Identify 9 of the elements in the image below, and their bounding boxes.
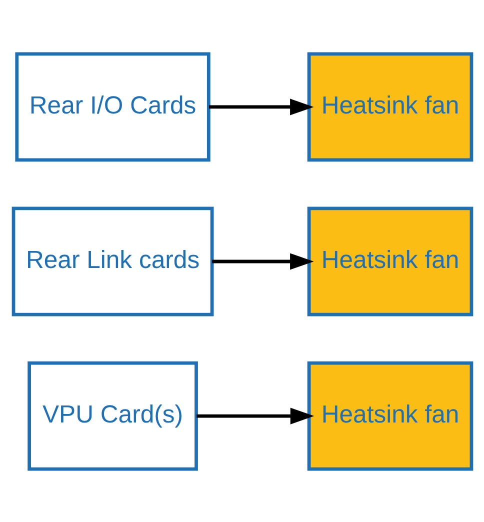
node-box: Heatsink fan	[306, 52, 473, 162]
node-box: Heatsink fan	[306, 360, 473, 470]
node-box: Heatsink fan	[306, 206, 473, 316]
node-box: Rear I/O Cards	[14, 52, 210, 162]
node-box: Rear Link cards	[11, 206, 214, 316]
node-box: VPU Card(s)	[27, 360, 198, 470]
arrow	[196, 407, 314, 424]
arrow	[212, 252, 314, 270]
arrow	[208, 98, 314, 115]
